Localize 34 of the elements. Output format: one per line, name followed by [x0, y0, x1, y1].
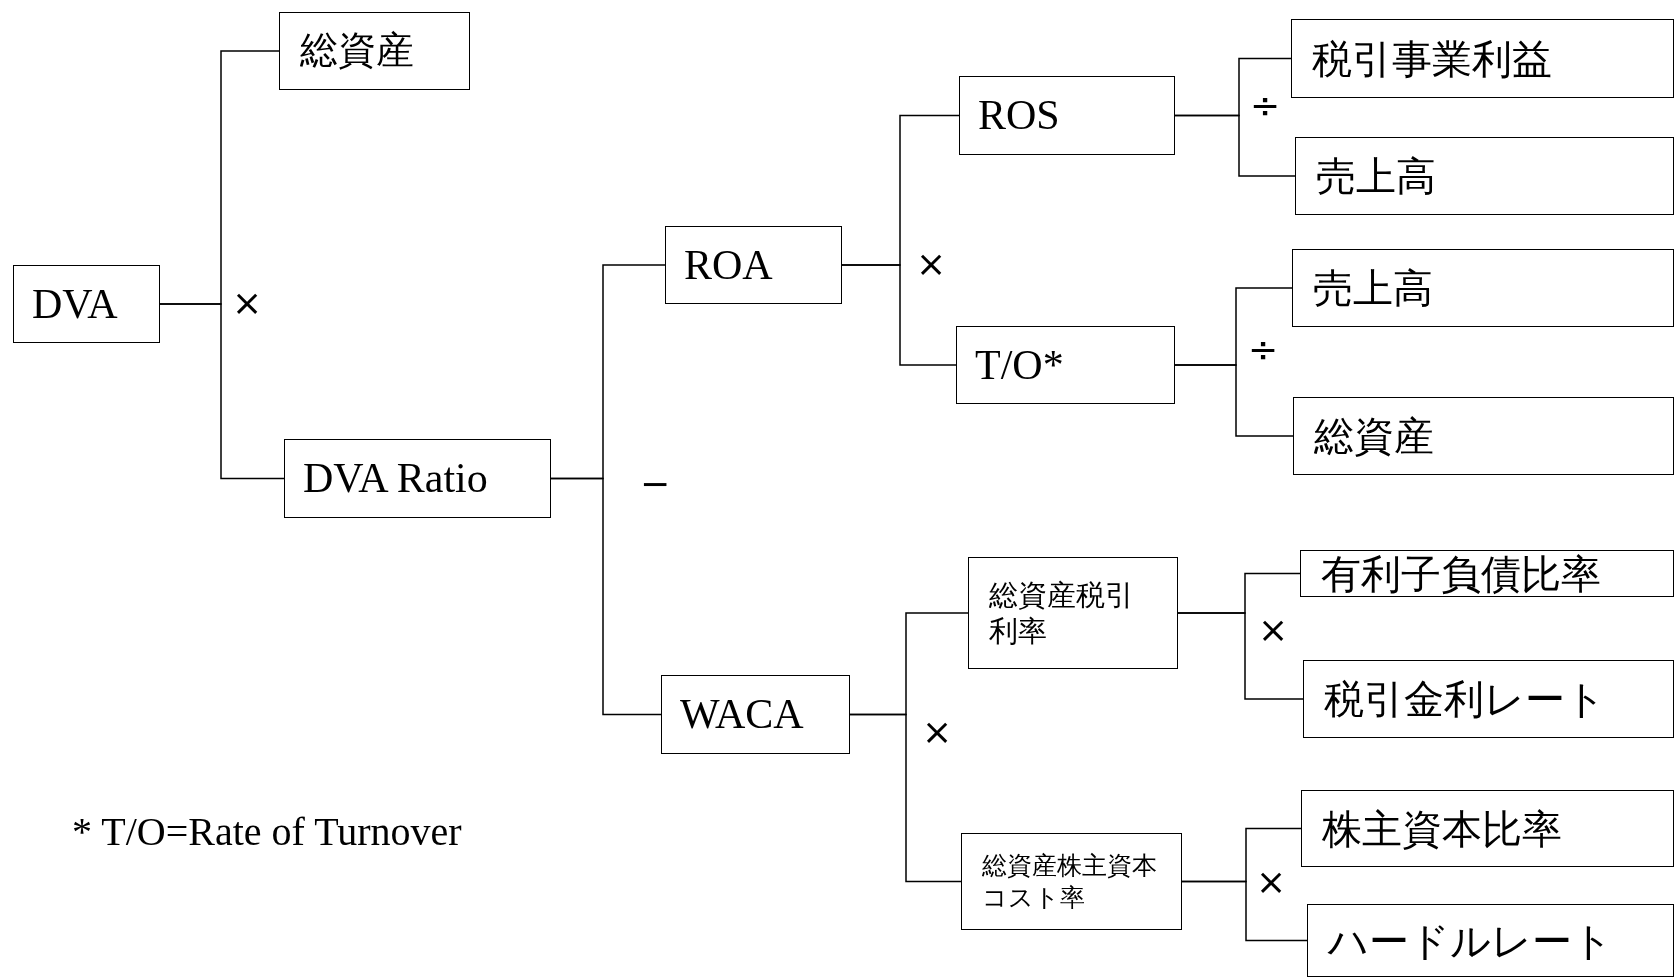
term-box: 売上高 — [1295, 137, 1674, 215]
connector-line — [849, 713, 962, 883]
connector-line — [841, 264, 957, 366]
term-box: 総資産株主資本コスト率 — [961, 833, 1182, 930]
term-box: 有利子負債比率 — [1300, 550, 1674, 597]
term-box: 総資産 — [1293, 397, 1674, 475]
operator-sign: × — [1258, 612, 1289, 648]
connector-line — [1181, 880, 1308, 942]
term-box: ハードルレート — [1307, 904, 1674, 977]
operator-sign: × — [922, 714, 953, 750]
term-box: T/O* — [956, 326, 1175, 404]
term-box: 税引金利レート — [1303, 660, 1674, 738]
connector-line — [550, 477, 662, 716]
term-box: 総資産税引利率 — [968, 557, 1178, 669]
operator-sign: × — [916, 246, 947, 282]
term-box: WACA — [661, 675, 850, 754]
footnote: * T/O=Rate of Turnover — [72, 812, 462, 852]
term-box: 株主資本比率 — [1301, 790, 1674, 867]
connector-line — [1177, 612, 1304, 700]
term-box: 総資産 — [279, 12, 470, 90]
term-box: 売上高 — [1292, 249, 1674, 327]
connector-line — [1174, 114, 1296, 177]
operator-sign: ÷ — [1248, 332, 1279, 368]
operator-sign: ÷ — [1250, 88, 1281, 124]
operator-sign: − — [640, 466, 671, 502]
term-box: ROA — [665, 226, 842, 304]
term-box: DVA — [13, 265, 160, 343]
connector-line — [159, 303, 285, 480]
term-box: 税引事業利益 — [1291, 19, 1674, 98]
term-box: ROS — [959, 76, 1175, 155]
connector-line — [1174, 364, 1294, 437]
operator-sign: × — [1256, 864, 1287, 900]
operator-sign: × — [232, 285, 263, 321]
term-box: DVA Ratio — [284, 439, 551, 518]
